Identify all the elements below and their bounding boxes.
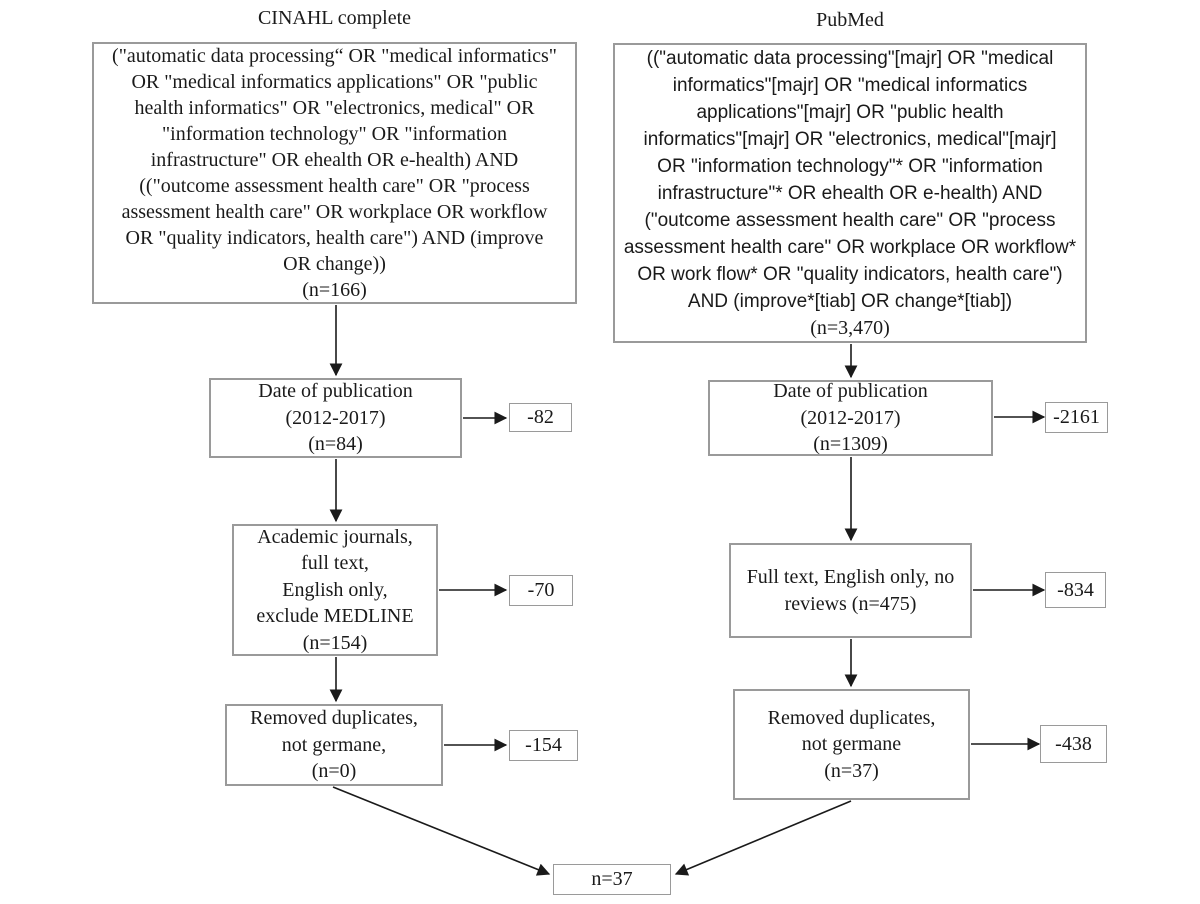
cinahl-query-text: ("automatic data processing“ OR "medical… xyxy=(112,45,557,275)
cinahl-query-box: ("automatic data processing“ OR "medical… xyxy=(92,42,577,304)
pubmed-query-box: (("automatic data processing"[majr] OR "… xyxy=(613,43,1087,343)
cinahl-date-excluded-count: -82 xyxy=(509,403,572,432)
arrow-cinahl-to-final xyxy=(332,786,551,876)
arrow-pubmed-to-final xyxy=(674,800,852,876)
pubmed-query-text: (("automatic data processing"[majr] OR "… xyxy=(623,47,1077,312)
pubmed-fulltext-box: Full text, English only, no reviews (n=4… xyxy=(729,543,972,638)
cinahl-date-box: Date of publication (2012-2017) (n=84) xyxy=(209,378,462,458)
cinahl-column-title: CINAHL complete xyxy=(257,7,412,29)
pubmed-date-excluded-count: -2161 xyxy=(1045,402,1108,433)
final-count-box: n=37 xyxy=(553,864,671,895)
pubmed-column-title: PubMed xyxy=(816,9,884,31)
cinahl-query-count: (n=166) xyxy=(302,279,367,301)
pubmed-date-box: Date of publication (2012-2017) (n=1309) xyxy=(708,380,993,456)
pubmed-query-count: (n=3,470) xyxy=(810,316,890,339)
cinahl-journals-box: Academic journals, full text, English on… xyxy=(232,524,438,656)
cinahl-duplicates-excluded-count: -154 xyxy=(509,730,578,761)
pubmed-duplicates-box: Removed duplicates, not germane (n=37) xyxy=(733,689,970,800)
cinahl-journals-excluded-count: -70 xyxy=(509,575,573,606)
pubmed-duplicates-excluded-count: -438 xyxy=(1040,725,1107,763)
cinahl-duplicates-box: Removed duplicates, not germane, (n=0) xyxy=(225,704,443,786)
pubmed-fulltext-excluded-count: -834 xyxy=(1045,572,1106,608)
